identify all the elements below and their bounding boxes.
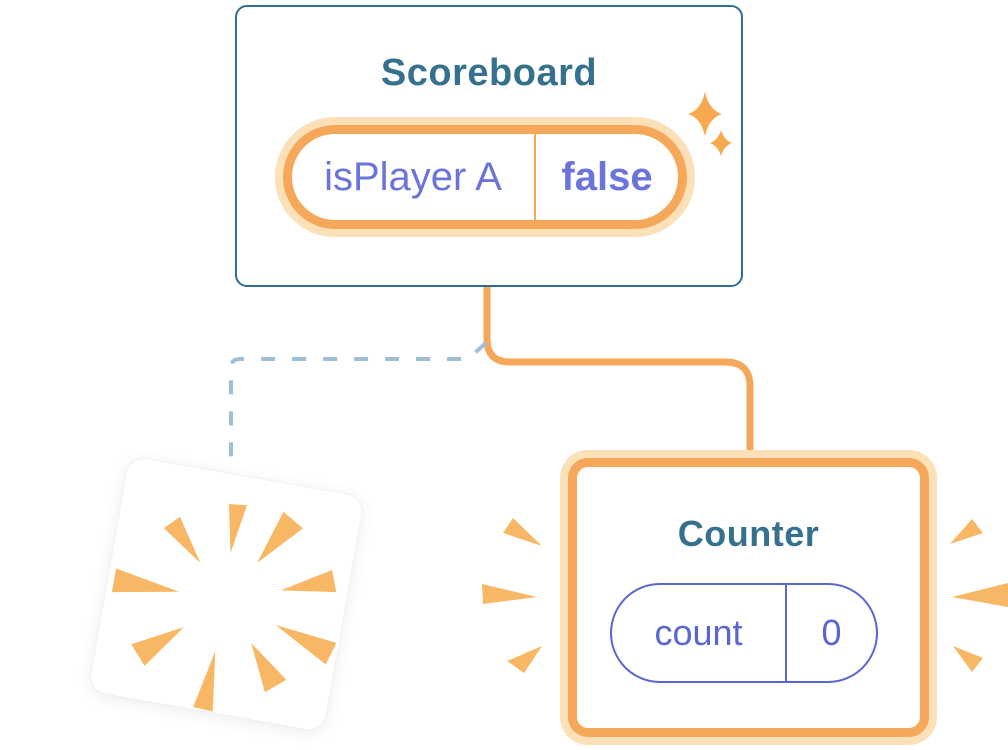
state-label: count bbox=[612, 585, 787, 681]
state-value: 0 bbox=[821, 612, 842, 653]
counter-card: Counter count 0 bbox=[568, 458, 929, 737]
scoreboard-card: Scoreboard isPlayer A false bbox=[235, 5, 743, 287]
counter-state-pill: count 0 bbox=[610, 583, 878, 683]
scoreboard-title: Scoreboard bbox=[380, 52, 598, 94]
poof-card bbox=[87, 455, 366, 734]
destroyed-connector-line bbox=[229, 341, 488, 465]
counter-title: Counter bbox=[677, 513, 820, 554]
poof-burst-icon bbox=[111, 504, 337, 712]
active-connector-line bbox=[483, 287, 754, 452]
state-value: false bbox=[561, 154, 653, 199]
scoreboard-state-pill: isPlayer A false bbox=[283, 125, 687, 229]
state-label: isPlayer A bbox=[292, 134, 536, 220]
